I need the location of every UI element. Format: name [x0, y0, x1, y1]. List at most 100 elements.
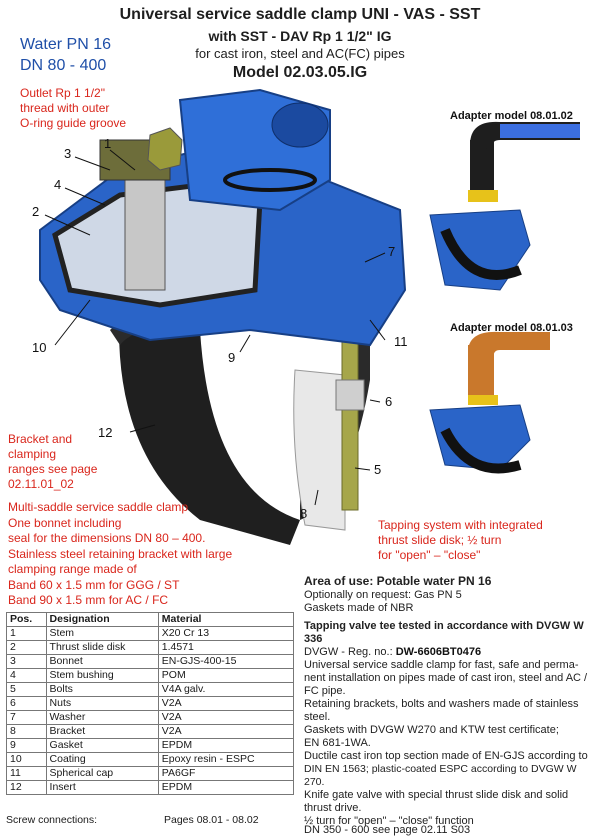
area-of-use: Area of use: Potable water PN 16 Optiona…	[304, 574, 596, 615]
bracket-note-line: clamping	[8, 447, 57, 461]
dvgw-line: Knife gate valve with special thrust sli…	[304, 789, 569, 801]
dvgw-reg: DVGW - Reg. no.: DW-6606BT0476	[304, 646, 596, 659]
area-heading: Area of use: Potable water PN 16	[304, 574, 492, 588]
outlet-note: Outlet Rp 1 1/2" thread with outer O-rin…	[20, 86, 126, 131]
cell: EPDM	[157, 738, 295, 753]
dvgw-line: Universal service saddle clamp for fast,…	[304, 659, 579, 671]
callout-7: 7	[388, 244, 396, 259]
multi-note-line: Stainless steel retaining bracket with l…	[8, 546, 233, 561]
cell: Gasket	[45, 738, 159, 753]
tapping-note-line: for "open" – "close"	[378, 548, 481, 562]
tapping-note-line: thrust slide disk; ½ turn	[378, 533, 502, 547]
cell: Stem bushing	[45, 668, 159, 683]
screw-connections-label: Screw connections:	[6, 814, 98, 826]
cell: Epoxy resin - ESPC	[157, 752, 295, 767]
cell: Spherical cap	[45, 766, 159, 781]
cell: Bolts	[45, 682, 159, 697]
bracket-note: Bracket and clamping ranges see page 02.…	[8, 432, 97, 492]
cell: 5	[6, 682, 47, 697]
callout-3: 3	[64, 146, 72, 161]
cell: 7	[6, 710, 47, 725]
pressure-rating: Water PN 16	[20, 36, 111, 53]
callout-4: 4	[54, 177, 62, 192]
dvgw-line: DIN EN 1563; plastic-coated ESPC accordi…	[304, 763, 577, 788]
callout-6: 6	[385, 394, 393, 409]
adapter-label-1: Adapter model 08.01.02	[450, 110, 573, 122]
screw-connections-pages: Pages 08.01 - 08.02	[164, 814, 259, 826]
dvgw-reg-label: DVGW - Reg. no.:	[304, 646, 396, 658]
callout-12: 12	[98, 425, 113, 440]
bracket-note-line: Bracket and	[8, 432, 73, 446]
dn-range: DN 80 - 400	[20, 57, 107, 74]
multi-note-line: Band 90 x 1.5 mm for AC / FC	[8, 593, 169, 607]
col-header-material: Material	[157, 612, 295, 627]
cell: PA6GF	[157, 766, 295, 781]
cell: V2A	[157, 710, 295, 725]
multi-note-line: clamping range made of	[8, 562, 137, 576]
o-ring	[223, 168, 317, 192]
nut	[335, 379, 365, 411]
cell: 12	[6, 780, 47, 795]
multi-note-line: Multi-saddle service saddle clamp	[8, 500, 189, 514]
tapping-note: Tapping system with integrated thrust sl…	[378, 518, 543, 563]
callout-1: 1	[104, 136, 112, 151]
insert-pad	[293, 369, 346, 531]
cell: 10	[6, 752, 47, 767]
cell: 3	[6, 654, 47, 669]
stem	[124, 179, 166, 291]
cell: Bracket	[45, 724, 159, 739]
dvgw-line: Ductile cast iron top section made of EN…	[304, 750, 588, 762]
cell: V2A	[157, 724, 295, 739]
dvgw-line: ½ turn for "open" – "close" function	[304, 815, 474, 827]
dvgw-line: thrust drive.	[304, 802, 362, 814]
cell: X20 Cr 13	[157, 626, 295, 641]
cell: V2A	[157, 696, 295, 711]
dvgw-reg-no: DW-6606BT0476	[395, 646, 482, 658]
tapping-note-line: Tapping system with integrated	[378, 518, 543, 532]
callout-5: 5	[374, 462, 382, 477]
model-number: Model 02.03.05.IG	[232, 64, 368, 81]
page-subtitle: with SST - DAV Rp 1 1/2" IG	[208, 28, 392, 44]
page-title: Universal service saddle clamp UNI - VAS…	[119, 6, 481, 23]
callout-9: 9	[228, 350, 236, 365]
callout-2: 2	[32, 204, 40, 219]
cell: Bonnet	[45, 654, 159, 669]
cell: 6	[6, 696, 47, 711]
cell: 4	[6, 668, 47, 683]
cell: EPDM	[157, 780, 295, 795]
outlet-bore	[271, 102, 329, 148]
table-header-row: Pos. Designation Material	[6, 612, 295, 627]
cell: 2	[6, 640, 47, 655]
adapter-2-illustration	[429, 331, 550, 474]
dvgw-line: FC pipe.	[304, 685, 346, 697]
cell: Thrust slide disk	[45, 640, 159, 655]
dvgw-heading: Tapping valve tee tested in accordance w…	[304, 620, 584, 645]
dn-large-note: DN 350 - 600 see page 02.11 S03	[304, 824, 471, 836]
cell: Washer	[45, 710, 159, 725]
band-left	[119, 300, 300, 545]
dvgw-line: EN 681-1WA.	[304, 737, 371, 749]
cell: V4A galv.	[157, 682, 295, 697]
cell: Insert	[45, 780, 159, 795]
multi-note-line: seal for the dimensions DN 80 – 400.	[8, 531, 206, 545]
callout-10: 10	[32, 340, 47, 355]
cell: POM	[157, 668, 295, 683]
col-header-designation: Designation	[45, 612, 159, 627]
dvgw-line: steel.	[304, 711, 331, 723]
outlet-note-line: Outlet Rp 1 1/2"	[20, 86, 105, 100]
bracket-note-line: 02.11.01_02	[8, 477, 74, 491]
cell: Stem	[45, 626, 159, 641]
cell: 8	[6, 724, 47, 739]
cell: 1.4571	[157, 640, 295, 655]
cell: 11	[6, 766, 47, 781]
